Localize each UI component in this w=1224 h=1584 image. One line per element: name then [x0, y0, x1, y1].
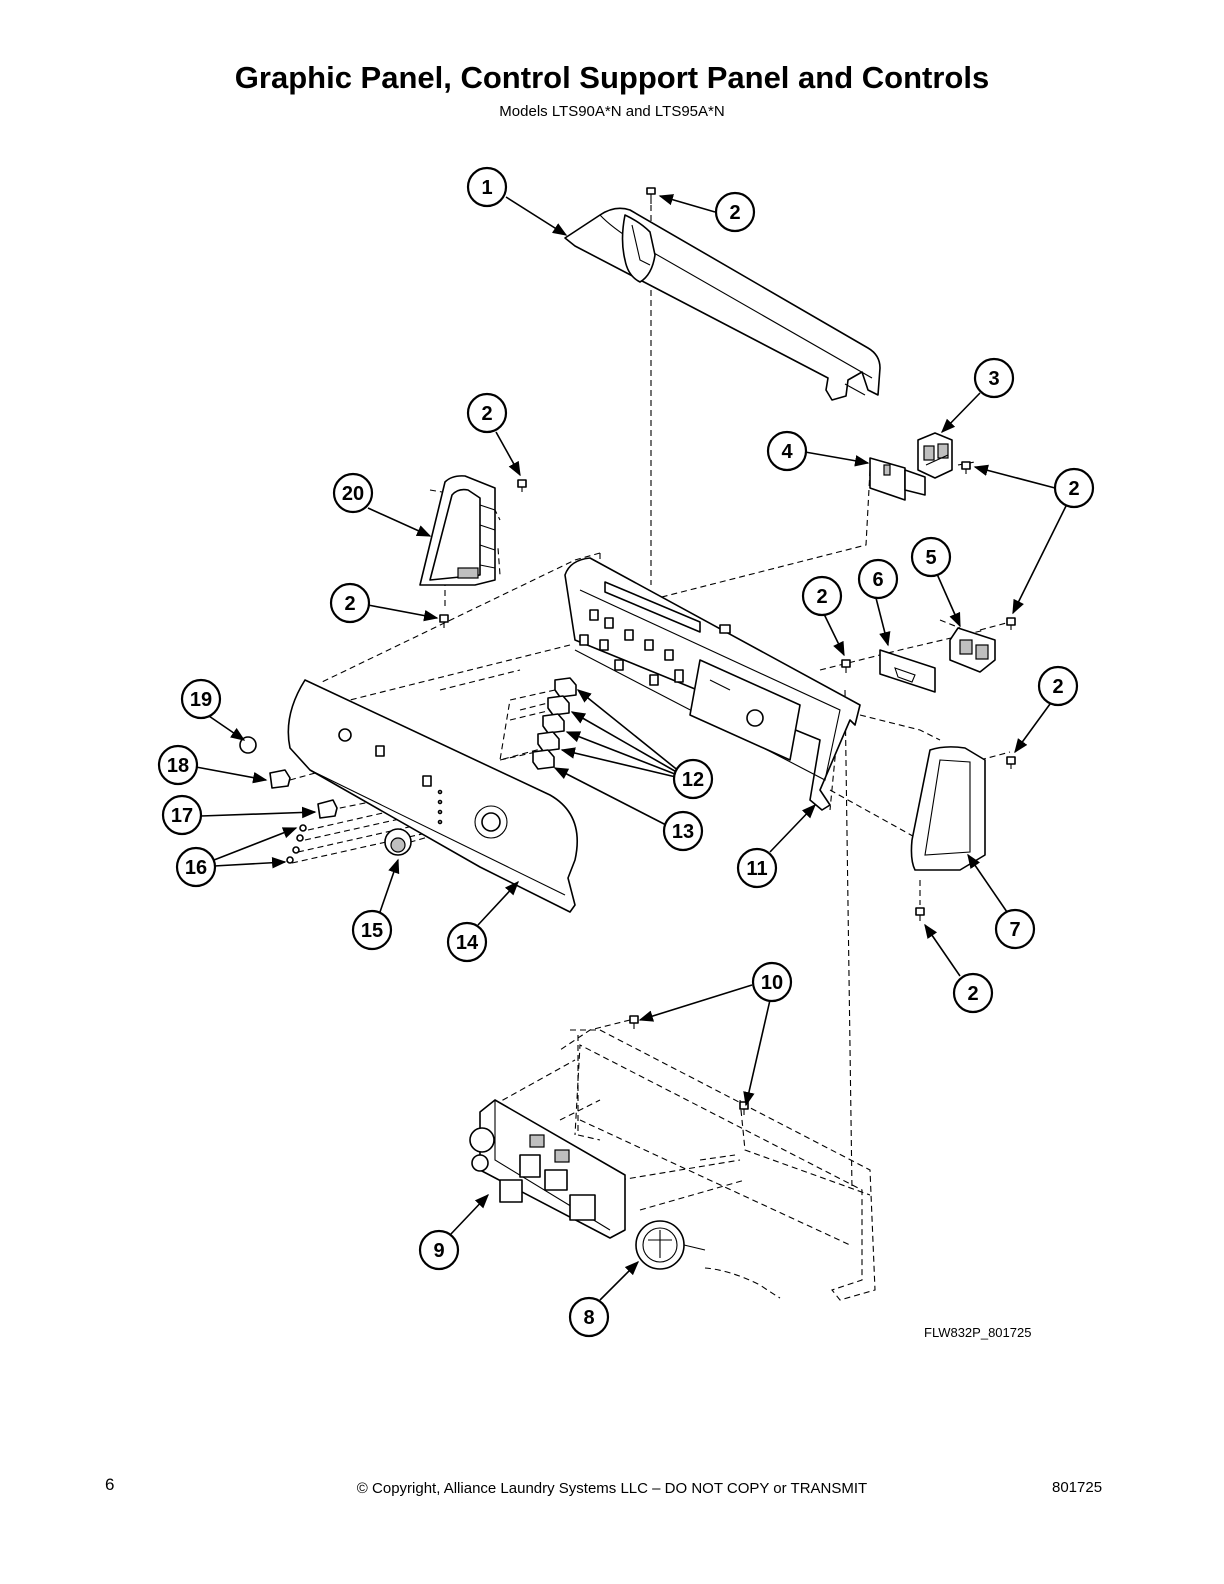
screw [439, 614, 449, 628]
part-9-control-board [469, 1099, 626, 1239]
page-number: 6 [105, 1475, 115, 1494]
callout-5: 5 [910, 536, 952, 578]
callout-2: 2 [1037, 665, 1079, 707]
callout-2: 2 [329, 582, 371, 624]
callout-label: 2 [344, 593, 355, 615]
callout-18: 18 [157, 744, 199, 786]
callout-10: 10 [751, 961, 793, 1003]
part-17-indicator [317, 799, 338, 819]
part-6-plate [879, 649, 936, 693]
part-7-right-end-cap [910, 746, 986, 871]
callout-label: 13 [672, 821, 694, 843]
callout-2: 2 [952, 972, 994, 1014]
screw [629, 1015, 639, 1029]
screw [1006, 617, 1016, 630]
assembly-dashed-lines [289, 205, 1011, 1211]
callout-6: 6 [857, 558, 899, 600]
screw [841, 659, 851, 673]
callout-13: 13 [662, 810, 704, 852]
callout-label: 2 [729, 202, 740, 224]
callout-4: 4 [766, 430, 808, 472]
part-3-switch [917, 432, 953, 479]
callout-label: 2 [967, 983, 978, 1005]
part-11-control-support-panel [564, 557, 861, 811]
callout-label: 2 [816, 586, 827, 608]
callout-label: 8 [583, 1307, 594, 1329]
callout-label: 7 [1009, 919, 1020, 941]
callout-17: 17 [161, 794, 203, 836]
callout-label: 5 [925, 547, 936, 569]
callout-label: 1 [481, 177, 492, 199]
callout-14: 14 [446, 921, 488, 963]
part-5-switch [949, 627, 996, 673]
panel-button-openings [579, 609, 684, 686]
part-16-lenses [286, 824, 307, 864]
screw [961, 461, 971, 474]
screw [1006, 756, 1016, 769]
callout-label: 3 [988, 368, 999, 390]
screw [915, 907, 925, 921]
callout-2: 2 [801, 575, 843, 617]
callout-9: 9 [418, 1229, 460, 1271]
callout-label: 6 [872, 569, 883, 591]
document-number: 801725 [1052, 1479, 1103, 1496]
callout-label: 15 [361, 920, 383, 942]
screw [517, 479, 527, 492]
part-20-left-end-cap [419, 475, 496, 586]
graphic-panel-led-holes [437, 789, 443, 825]
figure-id: FLW832P_801725 [924, 1325, 1032, 1340]
part-14-graphic-panel [287, 679, 579, 913]
callout-3: 3 [973, 357, 1015, 399]
part-19-lamp [239, 736, 257, 754]
leader-arrows [195, 194, 1067, 1301]
callout-20: 20 [332, 472, 374, 514]
callout-label: 16 [185, 857, 207, 879]
callout-label: 12 [682, 769, 704, 791]
callout-7: 7 [994, 908, 1036, 950]
callout-label: 2 [1068, 478, 1079, 500]
callout-2: 2 [466, 392, 508, 434]
callout-label: 11 [746, 858, 767, 880]
part-15-knob [384, 828, 412, 856]
callout-2: 2 [714, 191, 756, 233]
page-subtitle: Models LTS90A*N and LTS95A*N [499, 103, 725, 120]
part-4-bracket [869, 457, 926, 501]
callout-8: 8 [568, 1296, 610, 1338]
part-1-top-trim [564, 207, 881, 401]
callout-11: 11 [736, 847, 778, 889]
callout-label: 19 [190, 689, 212, 711]
callout-label: 2 [481, 403, 492, 425]
callout-2: 2 [1053, 467, 1095, 509]
callout-label: 20 [342, 483, 364, 505]
parts-12-13-buttons [532, 677, 577, 770]
callout-1: 1 [466, 166, 508, 208]
callout-12: 12 [672, 758, 714, 800]
page-title: Graphic Panel, Control Support Panel and… [234, 60, 990, 95]
callout-label: 14 [456, 932, 479, 954]
copyright-notice: © Copyright, Alliance Laundry Systems LL… [356, 1480, 868, 1497]
callout-label: 18 [167, 755, 189, 777]
callout-16: 16 [175, 846, 217, 888]
screw [646, 187, 656, 204]
callout-label: 17 [171, 805, 193, 827]
callout-label: 10 [761, 972, 783, 994]
part-8-selector-switch [635, 1220, 781, 1299]
callout-15: 15 [351, 909, 393, 951]
rear-support-panel-dashed [570, 1029, 876, 1301]
callout-label: 9 [433, 1240, 444, 1262]
callout-label: 4 [781, 441, 793, 463]
callout-label: 2 [1052, 676, 1063, 698]
part-18-switch [269, 769, 291, 789]
callout-19: 19 [180, 678, 222, 720]
